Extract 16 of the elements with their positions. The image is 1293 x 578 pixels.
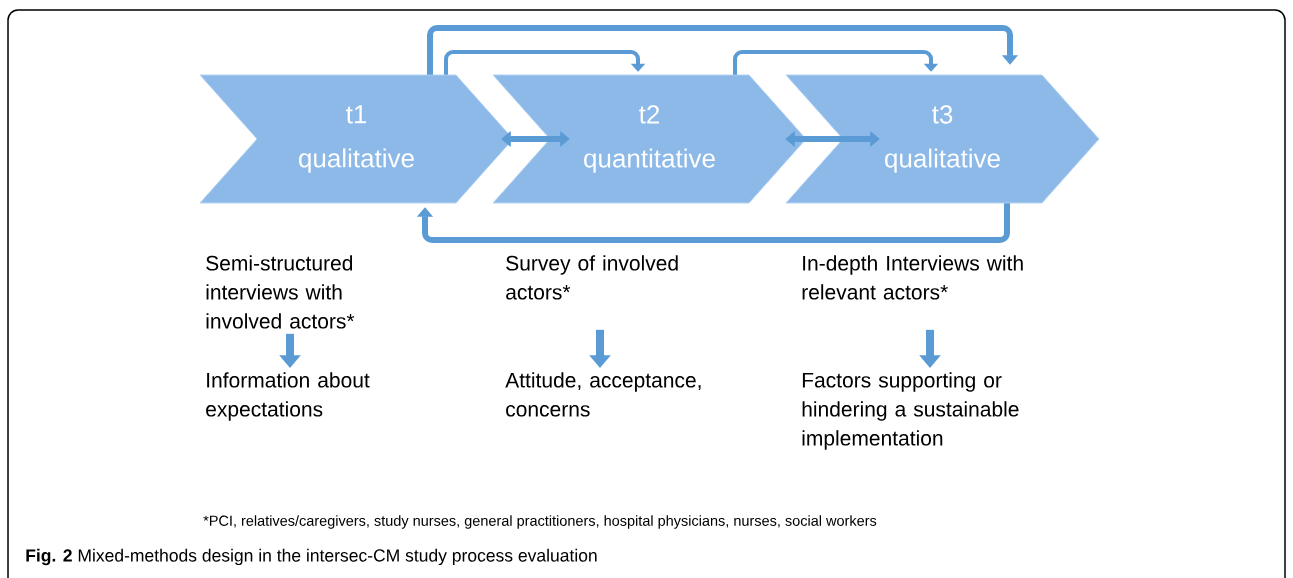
footnote: *PCI, relatives/caregivers, study nurses, general practitioners, hospital physicians, nurses, social workers [203,515,877,529]
step-description: Information about expectations [206,372,370,421]
chevron-step: t1 qualitative [199,74,514,204]
step-description: Semi-structured interviews with involved actors* [206,255,355,329]
step-description: Attitude, acceptance, concerns [505,372,701,417]
caption: Fig. 2 Mixed-methods design in the intersec-CM study process evaluation [26,548,597,566]
arrow [785,130,880,148]
step-description: In-depth Interviews with relevant actors* [802,255,1023,300]
arrow [427,25,1019,75]
arrow [416,203,1010,243]
chevron-step: t2 quantitative [492,74,807,204]
arrow [444,50,646,75]
step-description: Factors supporting or hindering a sustainable implementation [802,372,1019,450]
step-description: Survey of involved actors* [506,255,678,300]
chevron-step: t3 qualitative [785,74,1100,204]
arrow [501,130,570,148]
